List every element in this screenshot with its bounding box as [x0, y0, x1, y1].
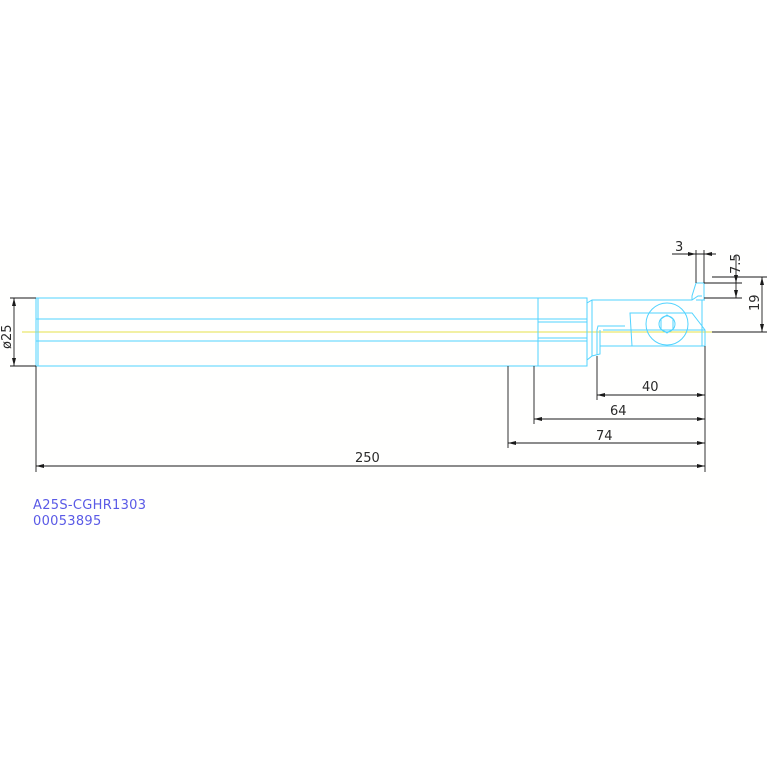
dim-74-label: 74	[596, 429, 613, 444]
dim-overall-length: 250	[35, 346, 706, 472]
part-code-label: 00053895	[33, 514, 102, 529]
insert-circle	[645, 302, 689, 346]
dim-250-label: 250	[355, 451, 380, 466]
drawing-area	[0, 241, 767, 526]
dim-7-5-label: 7.5	[729, 253, 744, 274]
dim-74: 74	[507, 366, 705, 448]
tool-head	[586, 282, 706, 361]
dim-3-label: 3	[675, 240, 683, 255]
dim-3: 3	[672, 240, 716, 283]
dim-diameter: ø25	[0, 297, 36, 367]
tool-shank	[35, 297, 588, 367]
torx-screw-icon	[658, 315, 676, 333]
dim-diameter-label: ø25	[0, 325, 15, 350]
dim-7-5: 7.5	[704, 253, 744, 299]
dim-64-label: 64	[610, 404, 627, 419]
dim-19: 19	[712, 276, 767, 333]
dim-64: 64	[533, 366, 705, 424]
part-number-label: A25S-CGHR1303	[33, 498, 147, 513]
dim-40: 40	[596, 356, 705, 400]
dim-40-label: 40	[642, 380, 659, 395]
dim-19-label: 19	[748, 294, 763, 311]
